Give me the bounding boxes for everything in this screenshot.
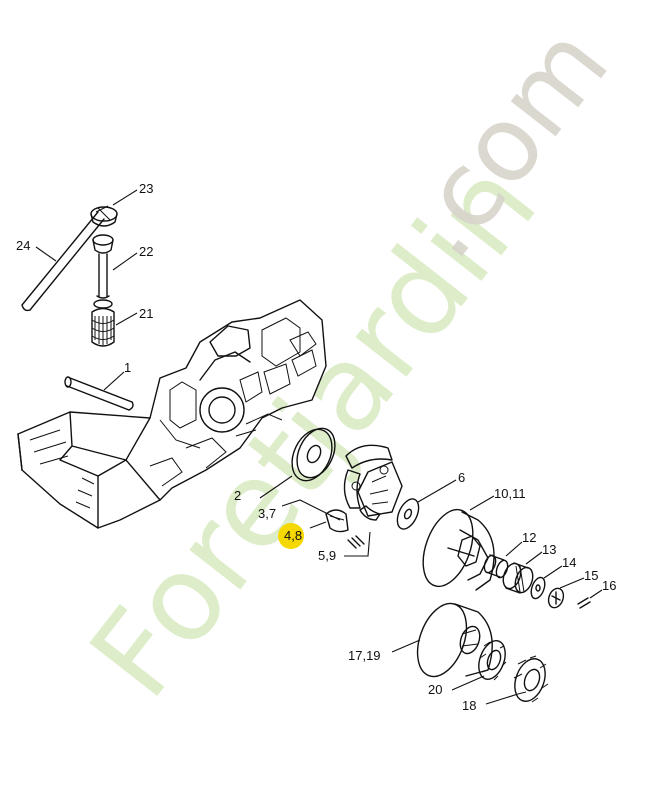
clutch-shoe-assembly: 3,7 4,8 5,9: [258, 444, 403, 563]
part-2-clutch-plate: 2: [234, 427, 336, 503]
label-15: 15: [584, 568, 598, 583]
part-20-rim-sprocket: 20: [428, 640, 507, 697]
part-24-hose: [21, 211, 105, 312]
label-24: 24: [16, 238, 30, 253]
label-5-9: 5,9: [318, 548, 336, 563]
label-20: 20: [428, 682, 442, 697]
label-17-19: 17,19: [348, 648, 381, 663]
part-10-11-clutch-drum: 10,11: [422, 486, 526, 591]
watermark: Foretjardin .com: [63, 4, 631, 722]
crankcase-housing: [17, 299, 327, 529]
part-22-connector: [92, 234, 114, 299]
label-22: 22: [139, 244, 153, 259]
fuel-pickup-group: 23 24 22 21: [16, 181, 153, 347]
part-1-pin: 1: [64, 360, 134, 411]
label-23: 23: [139, 181, 153, 196]
label-3-7: 3,7: [258, 506, 276, 521]
label-13: 13: [542, 542, 556, 557]
label-1: 1: [124, 360, 131, 375]
part-21-filter: [91, 299, 115, 347]
label-6: 6: [458, 470, 465, 485]
part-17-19-rim-drum: 17,19: [348, 602, 493, 678]
part-23-cap: [90, 205, 118, 227]
label-12: 12: [522, 530, 536, 545]
label-2: 2: [234, 488, 241, 503]
drum-hardware: 12 13 14 15 16: [483, 530, 616, 609]
part-6-washer: 6: [396, 470, 465, 530]
part-18-rim-sprocket: 18: [462, 655, 549, 713]
label-4-8: 4,8: [284, 528, 302, 543]
label-14: 14: [562, 555, 576, 570]
label-16: 16: [602, 578, 616, 593]
label-10-11: 10,11: [494, 486, 526, 501]
highlight-marker: [278, 523, 304, 549]
label-18: 18: [462, 698, 476, 713]
label-21: 21: [139, 306, 153, 321]
